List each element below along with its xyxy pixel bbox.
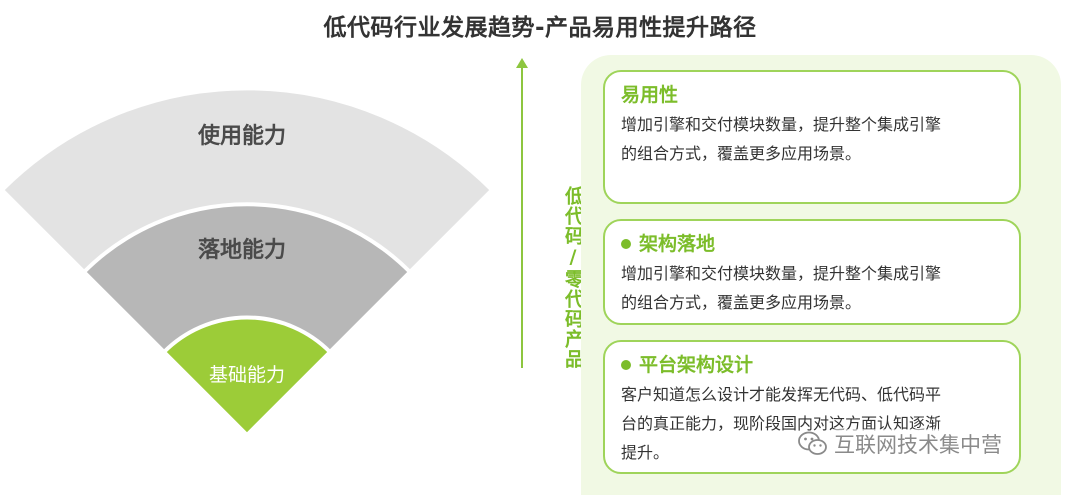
page-title: 低代码行业发展趋势-产品易用性提升路径 xyxy=(323,15,757,41)
card-body: 客户知道怎么设计才能发挥无代码、低代码平 台的真正能力，现阶段国内对这方面认知逐… xyxy=(621,385,942,462)
card-title: 架构落地 xyxy=(621,231,1003,257)
fan-label-inner: 基础能力 xyxy=(209,364,285,386)
fan-label-middle: 落地能力 xyxy=(198,237,286,263)
card-architecture-landing: 架构落地 增加引擎和交付模块数量，提升整个集成引擎 的组合方式，覆盖更多应用场景… xyxy=(603,219,1021,325)
bullet-icon xyxy=(621,360,631,370)
arrow-head-icon xyxy=(516,58,528,68)
watermark-text: 互联网技术集中营 xyxy=(834,429,1002,459)
progress-arrow xyxy=(514,58,530,368)
fan-label-outer: 使用能力 xyxy=(197,123,286,149)
card-body: 增加引擎和交付模块数量，提升整个集成引擎 的组合方式，覆盖更多应用场景。 xyxy=(621,115,942,163)
capability-fan-diagram: 使用能力 落地能力 基础能力 xyxy=(0,86,495,438)
arrow-shaft xyxy=(521,66,523,368)
axis-label-vertical: 低代码/零代码产品 xyxy=(562,186,584,369)
fan-layer-inner xyxy=(161,315,333,438)
bullet-icon xyxy=(621,239,631,249)
card-title: 易用性 xyxy=(621,84,679,106)
card-usability: 易用性 增加引擎和交付模块数量，提升整个集成引擎 的组合方式，覆盖更多应用场景。 xyxy=(603,70,1021,204)
watermark: 互联网技术集中营 xyxy=(798,429,1002,459)
card-title: 平台架构设计 xyxy=(621,352,1003,378)
card-body: 增加引擎和交付模块数量，提升整个集成引擎 的组合方式，覆盖更多应用场景。 xyxy=(621,264,942,312)
wechat-icon xyxy=(798,431,827,455)
